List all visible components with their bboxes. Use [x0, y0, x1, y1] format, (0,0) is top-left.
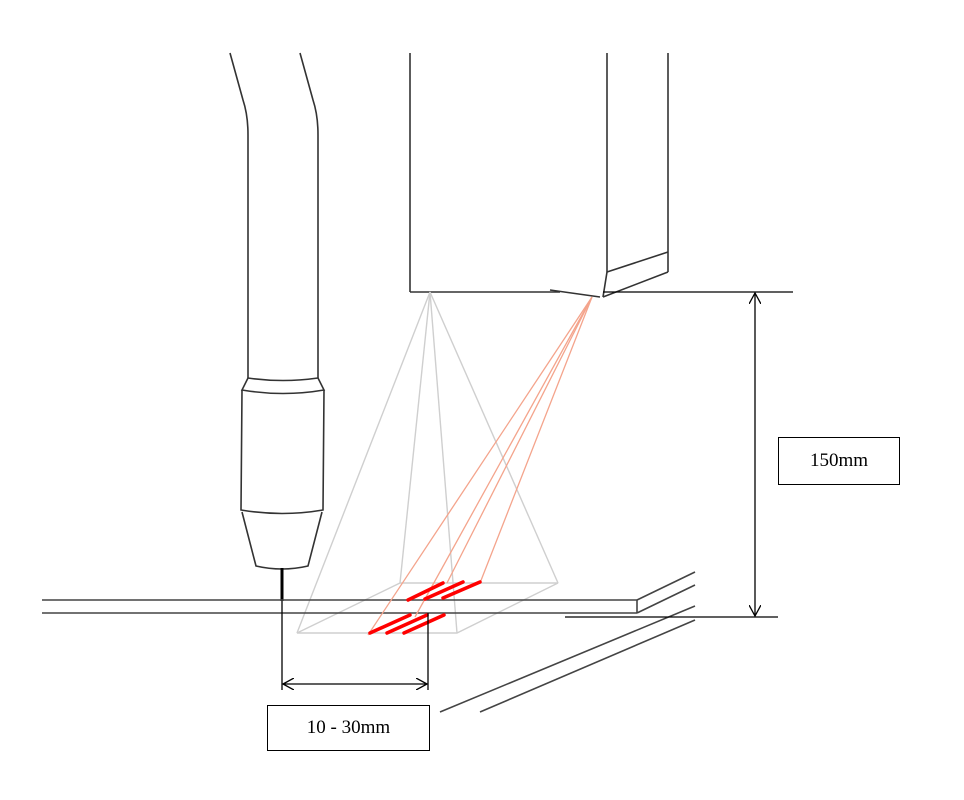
height-dimension	[565, 291, 793, 618]
height-label: 150mm	[778, 437, 900, 485]
offset-label: 10 - 30mm	[267, 705, 430, 751]
laser-sensor-head	[409, 53, 669, 298]
offset-dimension	[281, 601, 429, 690]
workpiece-plate	[42, 571, 696, 713]
laser-stripes	[368, 580, 482, 635]
welding-torch	[229, 52, 326, 601]
laser-beams	[367, 296, 593, 636]
camera-field-of-view	[296, 291, 559, 634]
